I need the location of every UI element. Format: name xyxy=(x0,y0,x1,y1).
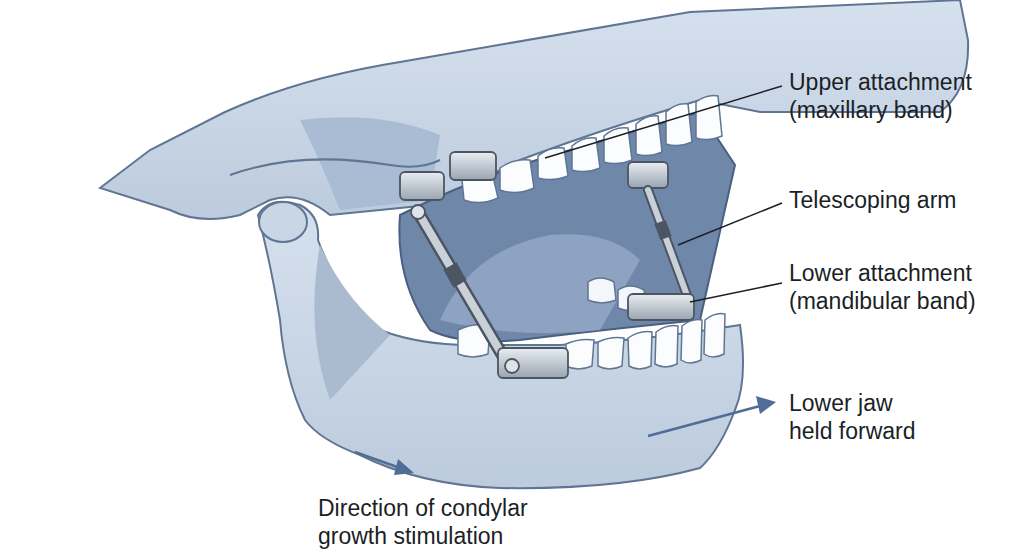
condyle xyxy=(259,202,307,242)
upper-teeth xyxy=(462,96,722,203)
callout-label: Lower attachment (mandibular band) xyxy=(789,259,1014,315)
tongue xyxy=(440,234,640,333)
callout-label: Upper attachment (maxillary band) xyxy=(789,68,1014,124)
callout-label: Lower jaw held forward xyxy=(789,389,939,445)
far-appliance xyxy=(628,162,694,320)
mouth-interior xyxy=(399,112,735,341)
callout-label: Direction of condylar growth stimulation xyxy=(318,494,568,550)
callout-label: Telescoping arm xyxy=(789,186,1014,214)
leader-lines xyxy=(545,86,782,302)
near-appliance xyxy=(400,152,568,378)
motion-arrows xyxy=(355,396,776,475)
ramus-shadow xyxy=(314,245,390,400)
